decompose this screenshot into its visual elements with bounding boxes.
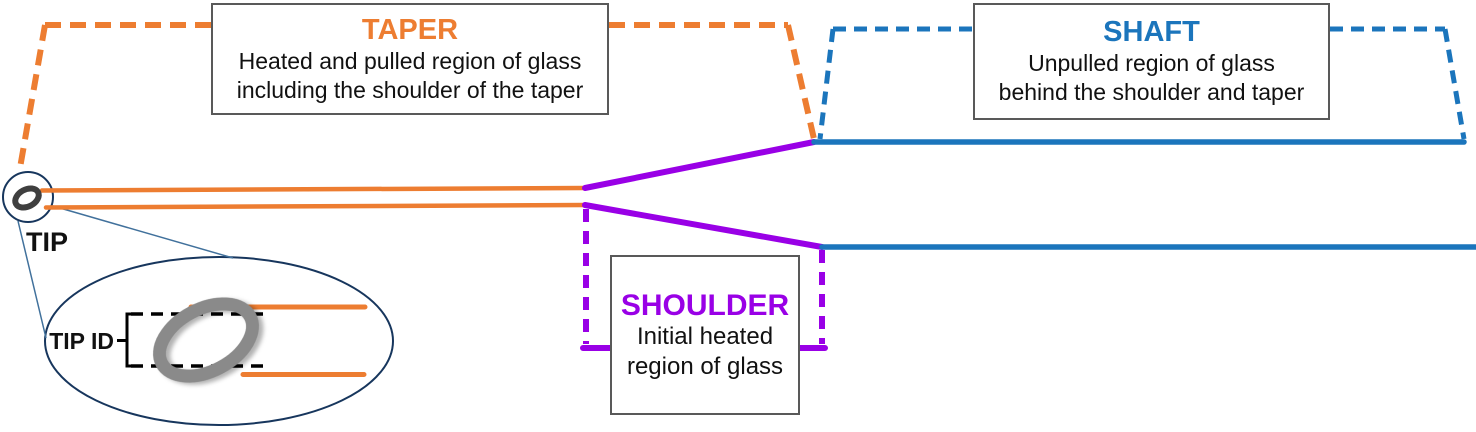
tip-zoom-circle xyxy=(2,171,54,223)
tip-opening-ring xyxy=(12,185,42,211)
shoulder-description-line1: Initial heated xyxy=(636,322,774,350)
shoulder-description-line2: region of glass xyxy=(626,352,784,380)
taper-title: TAPER xyxy=(361,13,459,46)
tip-id-brace xyxy=(117,312,140,368)
tip-label: TIP xyxy=(26,227,69,257)
shoulder-transition-lines xyxy=(582,139,825,250)
tip-id-label: TIP ID xyxy=(49,328,114,354)
shoulder-title: SHOULDER xyxy=(620,288,790,322)
shaft-label-box: SHAFT Unpulled region of glass behind th… xyxy=(973,3,1330,120)
tip-id-dashed-lines xyxy=(131,312,267,368)
magnified-tip-opening-ring xyxy=(153,297,259,383)
shoulder-label-box: SHOULDER Initial heated region of glass xyxy=(610,255,800,415)
shaft-wall-lines xyxy=(811,139,1476,250)
taper-label-box: TAPER Heated and pulled region of glass … xyxy=(211,3,609,115)
shaft-description-line1: Unpulled region of glass xyxy=(1028,50,1275,76)
zoom-connector-lines xyxy=(17,205,234,339)
taper-description-line1: Heated and pulled region of glass xyxy=(238,47,582,74)
shaft-title: SHAFT xyxy=(1103,16,1200,48)
taper-description-line2: including the shoulder of the taper xyxy=(236,76,584,103)
taper-wall-lines xyxy=(39,185,588,210)
magnified-tip-wall-lines xyxy=(188,304,368,377)
shaft-description-line2: behind the shoulder and taper xyxy=(998,79,1305,105)
